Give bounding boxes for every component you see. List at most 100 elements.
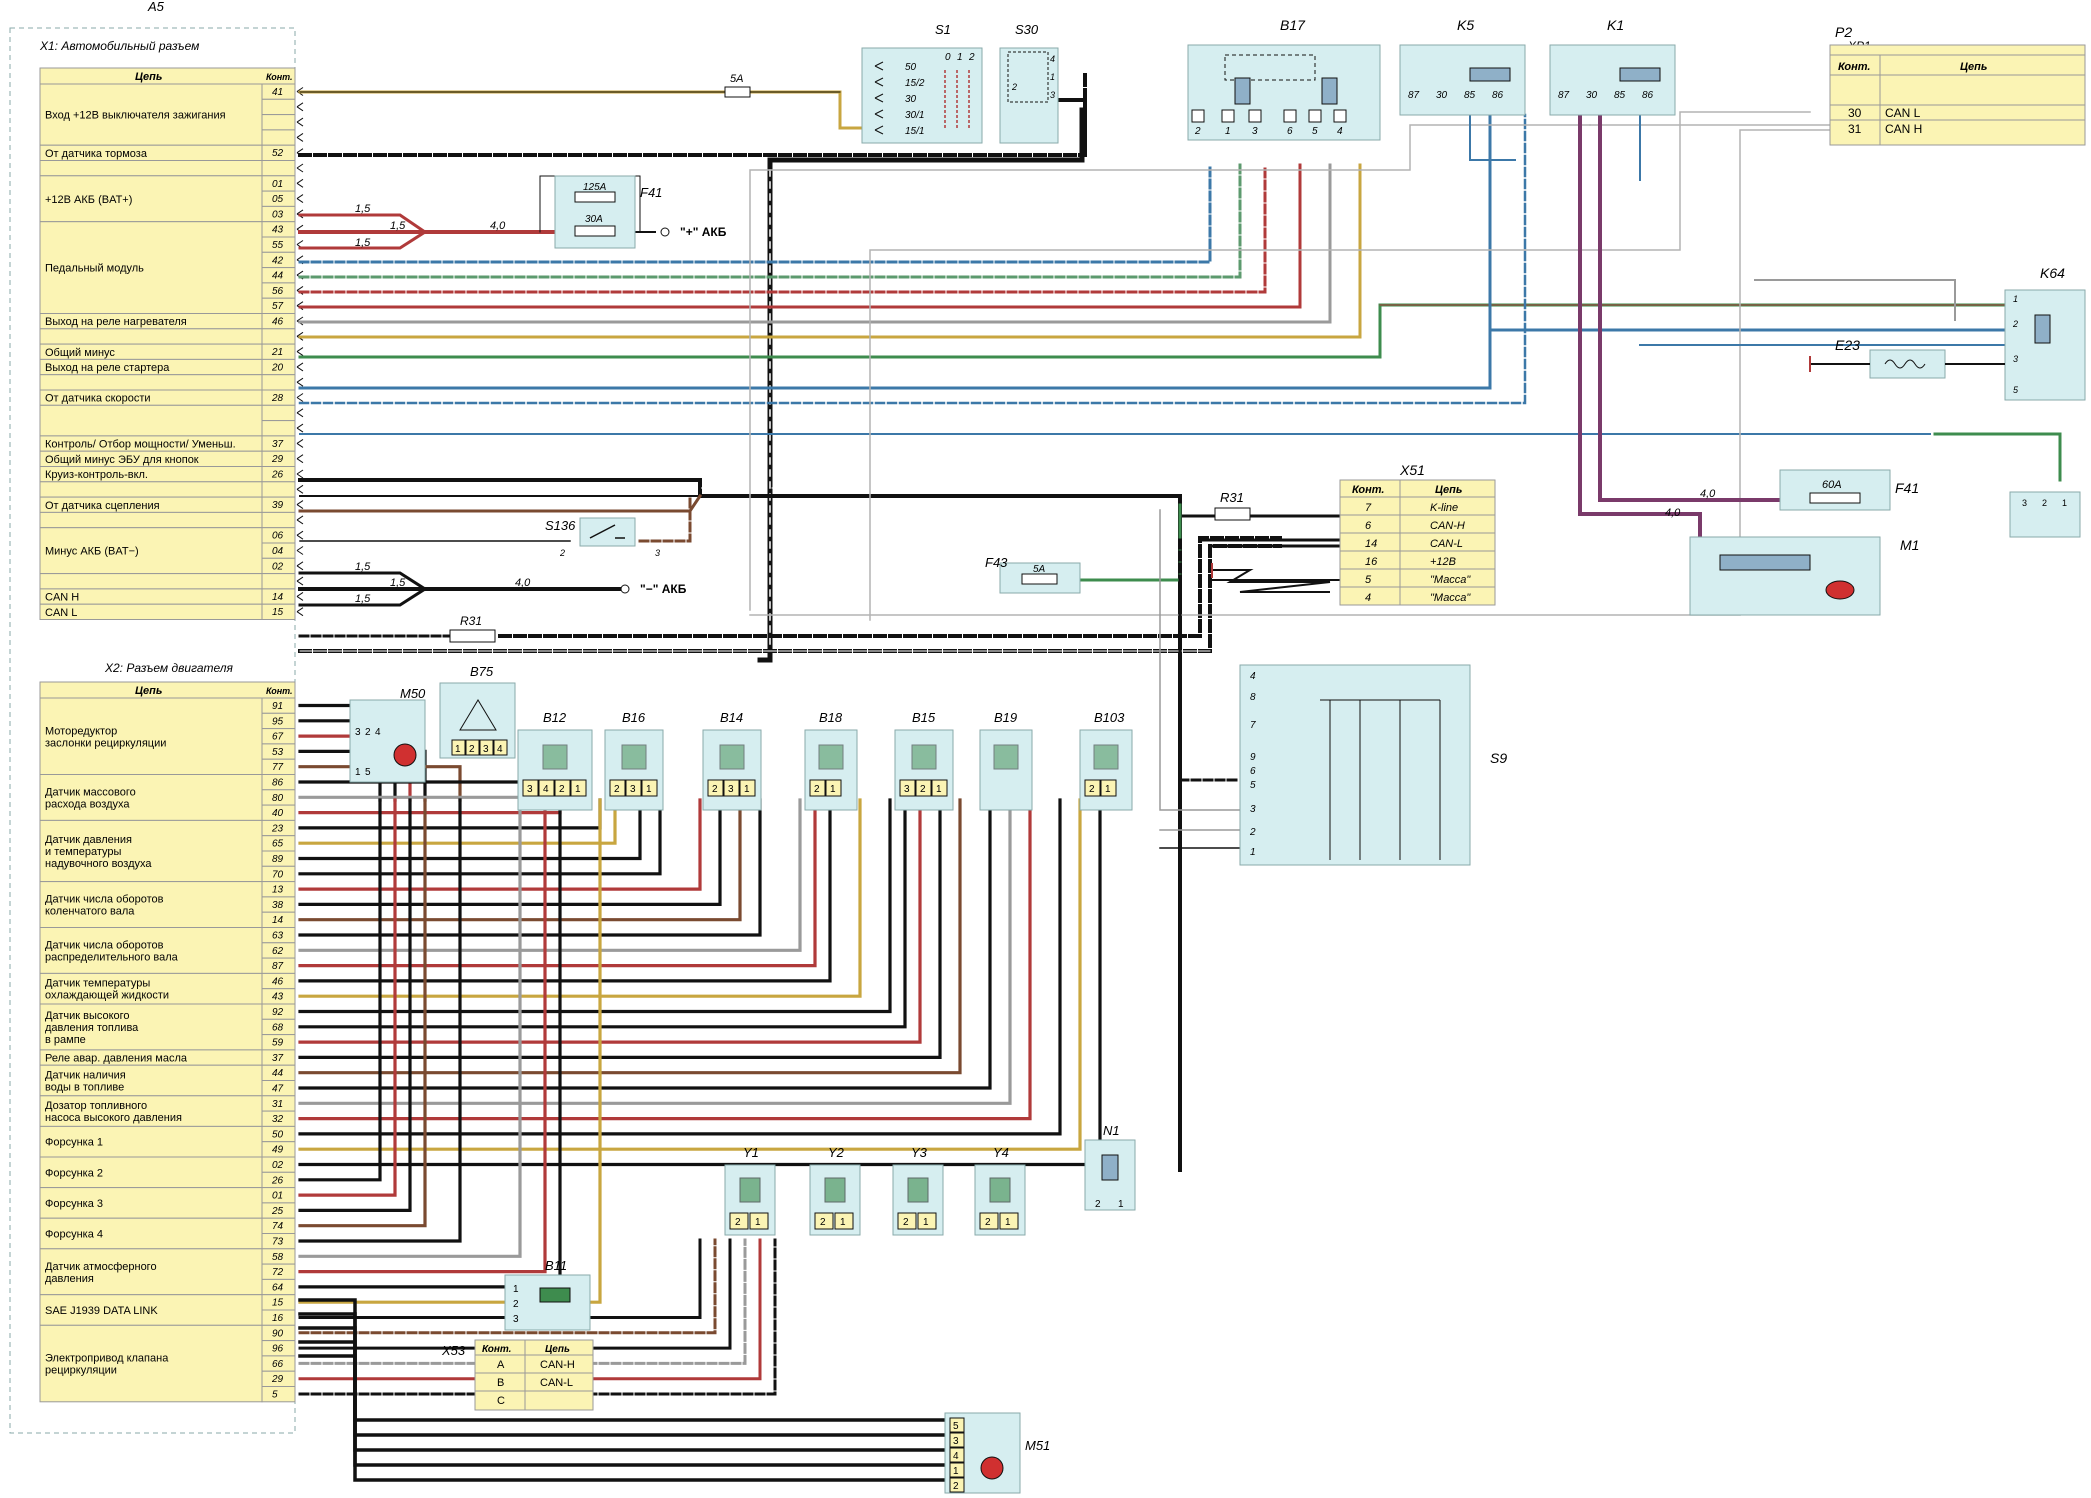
x2-pin: 63 bbox=[272, 931, 284, 942]
svg-text:1: 1 bbox=[1050, 72, 1055, 82]
x2-pin: 47 bbox=[272, 1084, 284, 1095]
svg-text:2: 2 bbox=[1011, 82, 1017, 92]
x2-pin: 26 bbox=[271, 1175, 284, 1186]
sensor-pin: 2 bbox=[614, 784, 620, 795]
x2-pin: 96 bbox=[272, 1344, 284, 1355]
svg-text:F41: F41 bbox=[640, 185, 662, 200]
x1-circuit-label: Минус АКБ (BAT−) bbox=[45, 546, 139, 558]
s136-switch: S136 2 3 bbox=[545, 517, 660, 558]
svg-text:4: 4 bbox=[1050, 54, 1055, 64]
x1-row bbox=[39, 404, 263, 437]
svg-text:P2: P2 bbox=[1835, 24, 1852, 40]
svg-text:Цепь: Цепь bbox=[1960, 61, 1987, 73]
b17-pin: 5 bbox=[1312, 126, 1318, 137]
svg-text:CAN H: CAN H bbox=[1885, 122, 1922, 136]
b75-pin: 2 bbox=[469, 744, 475, 755]
svg-text:2: 2 bbox=[2042, 498, 2047, 508]
s9-pin: 7 bbox=[1250, 720, 1256, 731]
x1-circuit-label: Контроль/ Отбор мощности/ Уменьш. bbox=[45, 439, 236, 451]
f43-fuse: 5A F43 bbox=[985, 555, 1081, 594]
k64-relay: K64 1 2 3 5 bbox=[2004, 265, 2086, 401]
svg-text:30A: 30A bbox=[585, 214, 603, 225]
svg-text:30: 30 bbox=[1848, 106, 1862, 120]
k1-pin: 87 bbox=[1558, 90, 1570, 101]
x1-pin: 46 bbox=[272, 317, 284, 328]
x1-circuit-label: Общий минус ЭБУ для кнопок bbox=[45, 454, 199, 466]
r31-resistor-upper: R31 bbox=[1214, 490, 1251, 521]
svg-text:3: 3 bbox=[2013, 354, 2018, 364]
sensor-pin: 1 bbox=[646, 784, 652, 795]
svg-text:B18: B18 bbox=[819, 710, 843, 725]
svg-text:1: 1 bbox=[1118, 1199, 1124, 1210]
injector-pin: 1 bbox=[923, 1217, 929, 1228]
x2-pin: 25 bbox=[271, 1206, 284, 1217]
x51-pin: 14 bbox=[1365, 538, 1377, 550]
x2-circuit-label: Датчик атмосферного bbox=[45, 1261, 157, 1273]
svg-text:1: 1 bbox=[2013, 294, 2018, 304]
x2-pin: 68 bbox=[272, 1022, 284, 1033]
x2-pin: 87 bbox=[272, 961, 284, 972]
svg-text:B17: B17 bbox=[1280, 17, 1306, 33]
svg-text:S1: S1 bbox=[935, 22, 951, 37]
svg-text:B75: B75 bbox=[470, 664, 494, 679]
x1-circuit-label: Педальный модуль bbox=[45, 263, 144, 275]
x2-circuit-label: Форсунка 2 bbox=[45, 1167, 103, 1179]
svg-text:CAN-L: CAN-L bbox=[540, 1377, 573, 1389]
x51-circuit: "Масса" bbox=[1430, 592, 1471, 604]
x1-title: X1: Автомобильный разъем bbox=[39, 39, 199, 53]
sensor-pin: 3 bbox=[527, 784, 533, 795]
wire-size: 4,0 bbox=[1665, 507, 1681, 519]
b17-pin: 4 bbox=[1337, 126, 1343, 137]
x2-circuit-label: охлаждающей жидкости bbox=[45, 990, 169, 1002]
x2-pin: 53 bbox=[272, 747, 284, 758]
x51-pin: 4 bbox=[1365, 592, 1371, 604]
x2-pin: 40 bbox=[272, 808, 284, 819]
injector-pin: 2 bbox=[820, 1217, 826, 1228]
x2-pin: 46 bbox=[272, 976, 284, 987]
sensor-pin: 2 bbox=[920, 784, 926, 795]
b75-pin: 1 bbox=[455, 744, 461, 755]
m51-pin: 3 bbox=[953, 1436, 959, 1447]
wire-size: 1,0 bbox=[440, 1168, 456, 1180]
x2-pin: 16 bbox=[272, 1313, 284, 1324]
x1-pin: 41 bbox=[272, 87, 283, 98]
wire-size: 1,0 bbox=[405, 1183, 421, 1195]
x2-circuit-label: рециркуляции bbox=[45, 1365, 117, 1377]
x1-row bbox=[39, 573, 263, 590]
s9-pin: 9 bbox=[1250, 752, 1256, 763]
x1-pin: 21 bbox=[271, 347, 283, 358]
x2-pin: 74 bbox=[272, 1221, 284, 1232]
x2-row bbox=[39, 1217, 263, 1250]
x1-pin: 39 bbox=[272, 500, 284, 511]
sensor-b19: B19 bbox=[979, 710, 1033, 811]
b17-pin: 6 bbox=[1287, 126, 1293, 137]
x2-pin: 64 bbox=[272, 1282, 284, 1293]
svg-text:CAN-H: CAN-H bbox=[540, 1359, 575, 1371]
svg-text:2: 2 bbox=[2012, 319, 2018, 329]
wire-size: 1,0 bbox=[440, 1137, 456, 1149]
svg-text:Y1: Y1 bbox=[743, 1145, 759, 1160]
x1-pin: 44 bbox=[272, 271, 284, 282]
x2-pin: 91 bbox=[272, 701, 283, 712]
svg-text:K1: K1 bbox=[1607, 17, 1624, 33]
x2-row bbox=[39, 1324, 263, 1403]
m51-pin: 1 bbox=[953, 1466, 959, 1477]
b17-pin: 2 bbox=[1194, 126, 1201, 137]
x2-circuit-label: распределительного вала bbox=[45, 951, 179, 963]
x1-circuit-label: Общий минус bbox=[45, 347, 115, 359]
x1-pin: 03 bbox=[272, 209, 284, 220]
k5-pin: 86 bbox=[1492, 90, 1504, 101]
wire-size: 1,0 bbox=[440, 1199, 456, 1211]
e23-heater: E23 bbox=[1809, 337, 2005, 379]
a5-frame bbox=[9, 27, 296, 1434]
svg-text:S136: S136 bbox=[545, 518, 576, 533]
svg-text:2: 2 bbox=[968, 52, 975, 63]
x2-pin: 70 bbox=[272, 869, 284, 880]
injector-pin: 1 bbox=[1005, 1217, 1011, 1228]
x1-circuit-label: От датчика сцепления bbox=[45, 500, 160, 512]
